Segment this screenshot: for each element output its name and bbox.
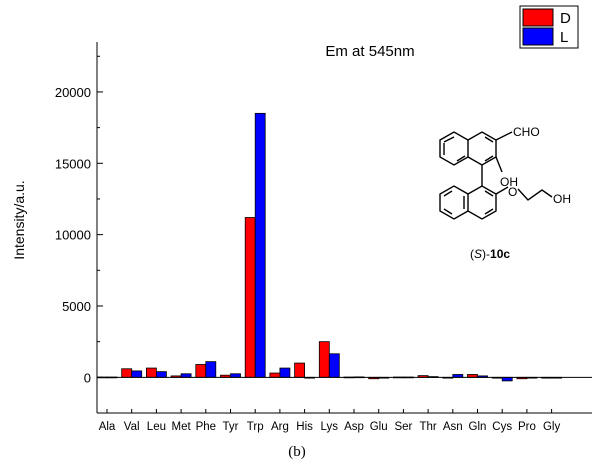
bar-d-val (121, 368, 133, 378)
x-tick-label-gly: Gly (543, 421, 561, 433)
figure-caption: (b) (288, 444, 306, 460)
bar-d-leu (145, 367, 157, 378)
y-tick-label: 10000 (55, 228, 91, 243)
x-tick-label-leu: Leu (147, 421, 166, 433)
lower-ring-inner-bonds (443, 190, 494, 215)
x-tick-label-arg: Arg (271, 421, 289, 433)
molecule-cho-label: CHO (513, 125, 540, 139)
ether-chain (495, 186, 553, 201)
legend-swatch-l (522, 27, 554, 46)
molecule-oh2-label: OH (553, 192, 571, 206)
bar-l-leu (155, 371, 167, 378)
molecule-name-open: ( (470, 247, 474, 261)
molecule-name-close: )- (482, 247, 490, 261)
x-tick-label-met: Met (172, 421, 192, 433)
x-tick-label-trp: Trp (247, 421, 264, 433)
lower-ring-right (467, 185, 497, 220)
x-tick-label-tyr: Tyr (223, 421, 239, 433)
molecule-name: (S)-10c (470, 247, 510, 261)
bar-l-trp (254, 112, 266, 378)
y-tick-label: 15000 (55, 156, 91, 171)
molecule-oh-label: OH (500, 175, 518, 189)
cho-bond (495, 131, 513, 141)
y-tick-label: 20000 (55, 85, 91, 100)
bar-l-met (180, 373, 192, 378)
x-tick-label-asn: Asn (443, 421, 463, 433)
x-tick-label-pro: Pro (518, 421, 536, 433)
x-tick-label-thr: Thr (419, 421, 436, 433)
x-tick-label-gln: Gln (469, 421, 487, 433)
chart-title: Em at 545nm (325, 43, 414, 60)
molecule-o-label: O (508, 185, 517, 199)
x-tick-label-lys: Lys (321, 421, 339, 433)
bar-l-lys (328, 353, 340, 378)
bar-l-phe (205, 361, 217, 378)
molecule-name-number: 10c (490, 247, 510, 261)
bar-d-trp (244, 217, 256, 378)
x-tick-label-cys: Cys (492, 421, 512, 433)
x-tick-label-glu: Glu (370, 421, 388, 433)
legend: D L (519, 5, 579, 49)
x-ticks: Ala Val Leu Met Phe Tyr Trp Arg His Lys Asp Glu Ser T… (97, 409, 592, 433)
bar-d-lys (318, 341, 330, 378)
legend-swatch-d (522, 8, 554, 27)
y-tick-label: 0 (84, 370, 91, 385)
molecule-structure (439, 131, 553, 220)
x-tick-label-ala: Ala (99, 421, 116, 433)
upper-ring-inner-bonds (443, 136, 494, 162)
bar-l-tyr (230, 373, 241, 378)
bar-l-arg (279, 367, 291, 378)
x-tick-label-ser: Ser (394, 421, 412, 433)
bar-l-val (131, 370, 143, 378)
lower-ring-left (439, 185, 469, 220)
x-tick-label-asp: Asp (344, 421, 364, 433)
upper-ring-right (467, 131, 497, 166)
y-ticks: 0 5000 10000 15000 20000 (55, 55, 103, 414)
bar-d-arg (269, 372, 281, 378)
legend-label-d: D (560, 10, 571, 27)
molecule-name-stereo: S (474, 247, 482, 261)
legend-label-l: L (560, 29, 568, 46)
bar-d-phe (195, 364, 207, 378)
bar-l-cys (501, 376, 513, 382)
x-tick-label-phe: Phe (196, 421, 216, 433)
bar-d-his (294, 362, 306, 378)
x-tick-label-his: His (296, 421, 313, 433)
y-axis-label: Intensity/a.u. (11, 180, 27, 259)
y-tick-label: 5000 (62, 299, 91, 314)
oh-bond-upper (495, 156, 503, 173)
x-tick-label-val: Val (124, 421, 140, 433)
